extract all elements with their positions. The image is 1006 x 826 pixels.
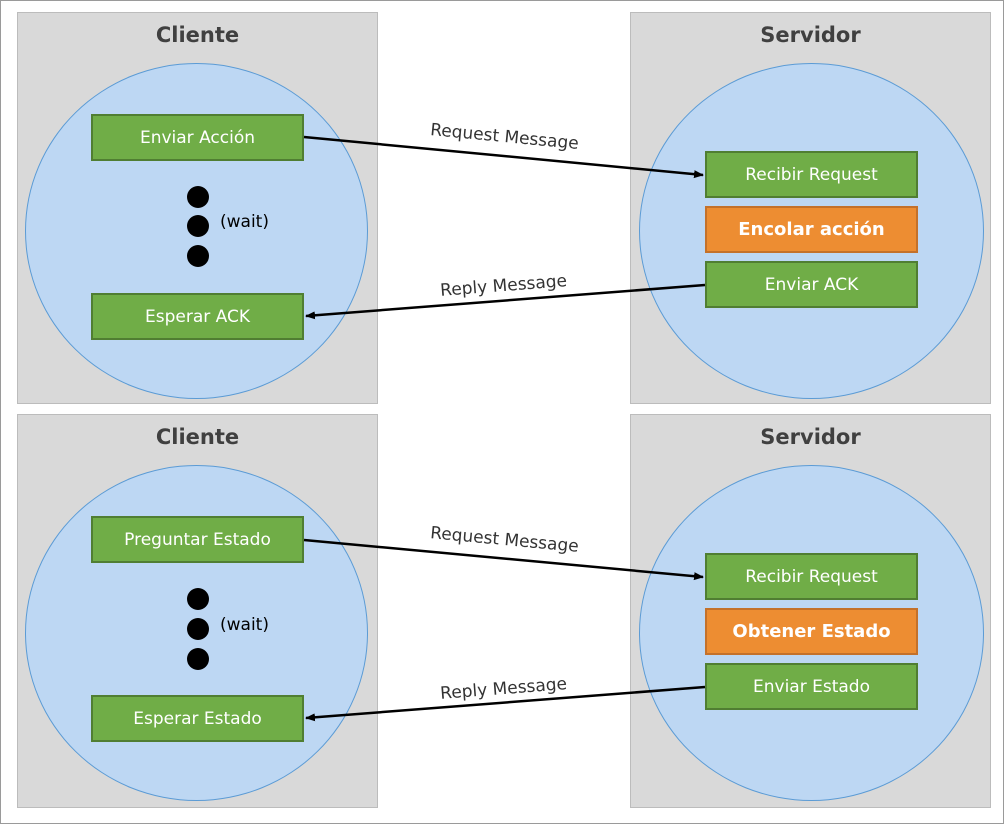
client-title: Cliente: [155, 425, 240, 449]
client-title: Cliente: [155, 23, 240, 47]
wait-dot: [187, 618, 209, 640]
request-label: Request Message: [429, 120, 579, 154]
reply-arrow: [305, 685, 706, 722]
wait-dot: [187, 215, 209, 237]
wait-dot: [187, 588, 209, 610]
server-title: Servidor: [760, 23, 861, 47]
wait-dot: [187, 245, 209, 267]
wait-dot: [187, 648, 209, 670]
receive-request-box: Recibir Request: [705, 553, 918, 600]
send-state-box: Enviar Estado: [705, 663, 918, 710]
receive-request-box: Recibir Request: [705, 151, 918, 198]
wait-dot: [187, 186, 209, 208]
request-arrow: [303, 538, 704, 581]
wait-label: (wait): [220, 212, 269, 232]
send-action-box: Enviar Acción: [91, 114, 304, 161]
send-ack-box: Enviar ACK: [705, 261, 918, 308]
wait-state-box: Esperar Estado: [91, 695, 304, 742]
server-title: Servidor: [760, 425, 861, 449]
reply-arrow: [305, 283, 706, 320]
request-label: Request Message: [429, 523, 579, 557]
get-state-box: Obtener Estado: [705, 608, 918, 655]
request-arrow: [303, 135, 704, 179]
wait-ack-box: Esperar ACK: [91, 293, 304, 340]
queue-action-box: Encolar acción: [705, 206, 918, 253]
wait-label: (wait): [220, 615, 269, 635]
ask-state-box: Preguntar Estado: [91, 516, 304, 563]
